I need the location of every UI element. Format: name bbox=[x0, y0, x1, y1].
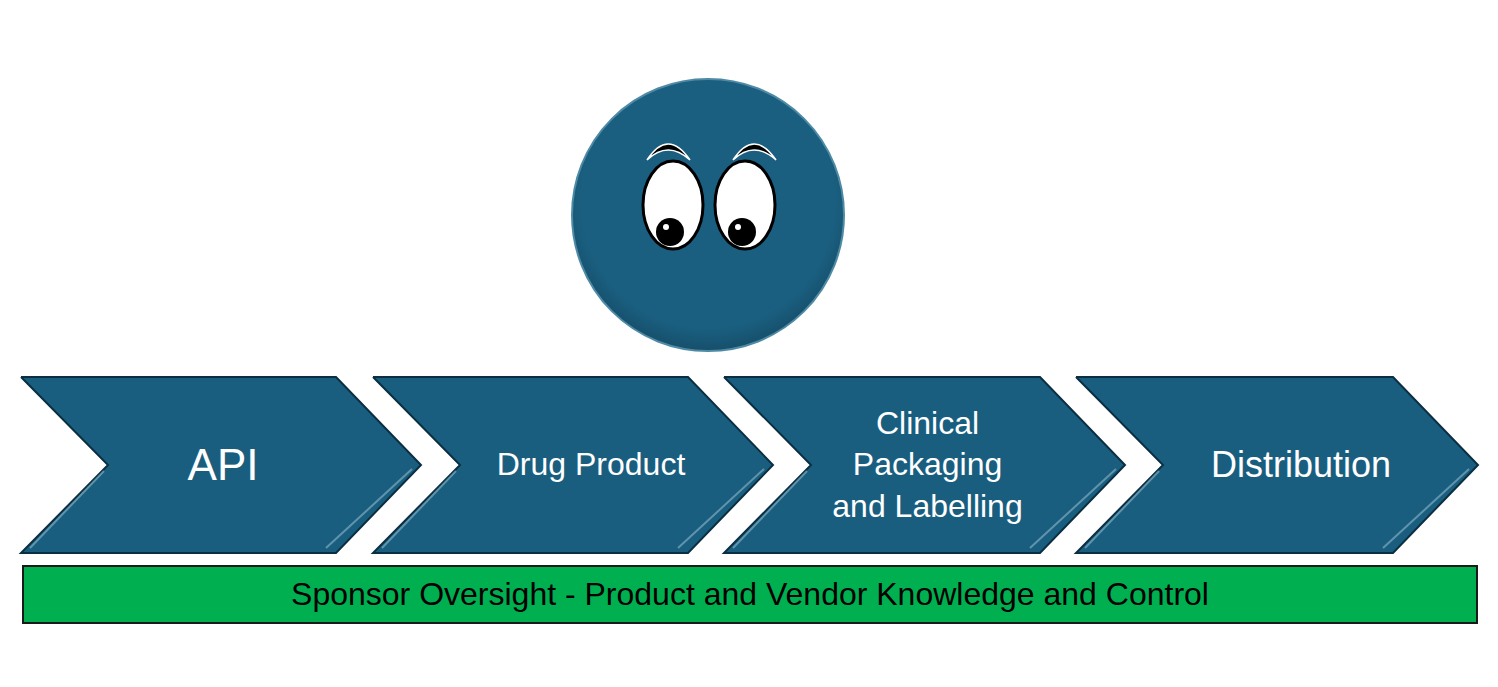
chevron-bevel bbox=[382, 471, 456, 548]
left-glint bbox=[663, 224, 669, 230]
face-circle bbox=[572, 79, 844, 351]
process-chevron: Clinical Packaging and Labelling bbox=[723, 376, 1126, 554]
text-area: Sponsor Oversight - Product and Vendor K… bbox=[24, 567, 1476, 622]
step-label: Distribution bbox=[1161, 442, 1441, 489]
chevron-bevel bbox=[30, 471, 104, 548]
chevron-bevel bbox=[733, 471, 807, 548]
text-group: Distribution bbox=[1161, 442, 1441, 489]
left-eyebrow bbox=[647, 144, 690, 160]
left-eye bbox=[643, 161, 703, 249]
text-area: Distribution bbox=[1075, 376, 1479, 554]
right-pupil bbox=[728, 218, 756, 246]
text-group: Sponsor Oversight - Product and Vendor K… bbox=[40, 574, 1460, 616]
chevron-shape bbox=[21, 377, 421, 553]
text-group: API bbox=[83, 436, 363, 493]
text-area: Clinical Packaging and Labelling bbox=[723, 376, 1126, 554]
right-eye bbox=[715, 161, 775, 249]
text-group: Drug Product bbox=[461, 444, 721, 486]
step-label: Clinical Packaging and Labelling bbox=[828, 403, 1028, 528]
text-area: API bbox=[20, 376, 422, 554]
process-chevron: Drug Product bbox=[372, 376, 774, 554]
chevron-shape bbox=[724, 377, 1125, 553]
chevron-shape bbox=[373, 377, 773, 553]
process-chevron: Distribution bbox=[1075, 376, 1479, 554]
step-label: Drug Product bbox=[461, 444, 721, 486]
chevron-shape bbox=[1076, 377, 1478, 553]
band-label: Sponsor Oversight - Product and Vendor K… bbox=[40, 574, 1460, 616]
right-eyebrow bbox=[733, 144, 776, 160]
right-glint bbox=[735, 224, 741, 230]
text-group: Clinical Packaging and Labelling bbox=[828, 403, 1028, 528]
oversight-band: Sponsor Oversight - Product and Vendor K… bbox=[22, 565, 1478, 624]
chevron-bevel bbox=[1383, 469, 1469, 548]
chevron-bevel bbox=[1085, 471, 1159, 548]
step-label: API bbox=[83, 436, 363, 493]
text-area: Drug Product bbox=[372, 376, 774, 554]
process-chevron: API bbox=[20, 376, 422, 554]
left-pupil bbox=[656, 218, 684, 246]
